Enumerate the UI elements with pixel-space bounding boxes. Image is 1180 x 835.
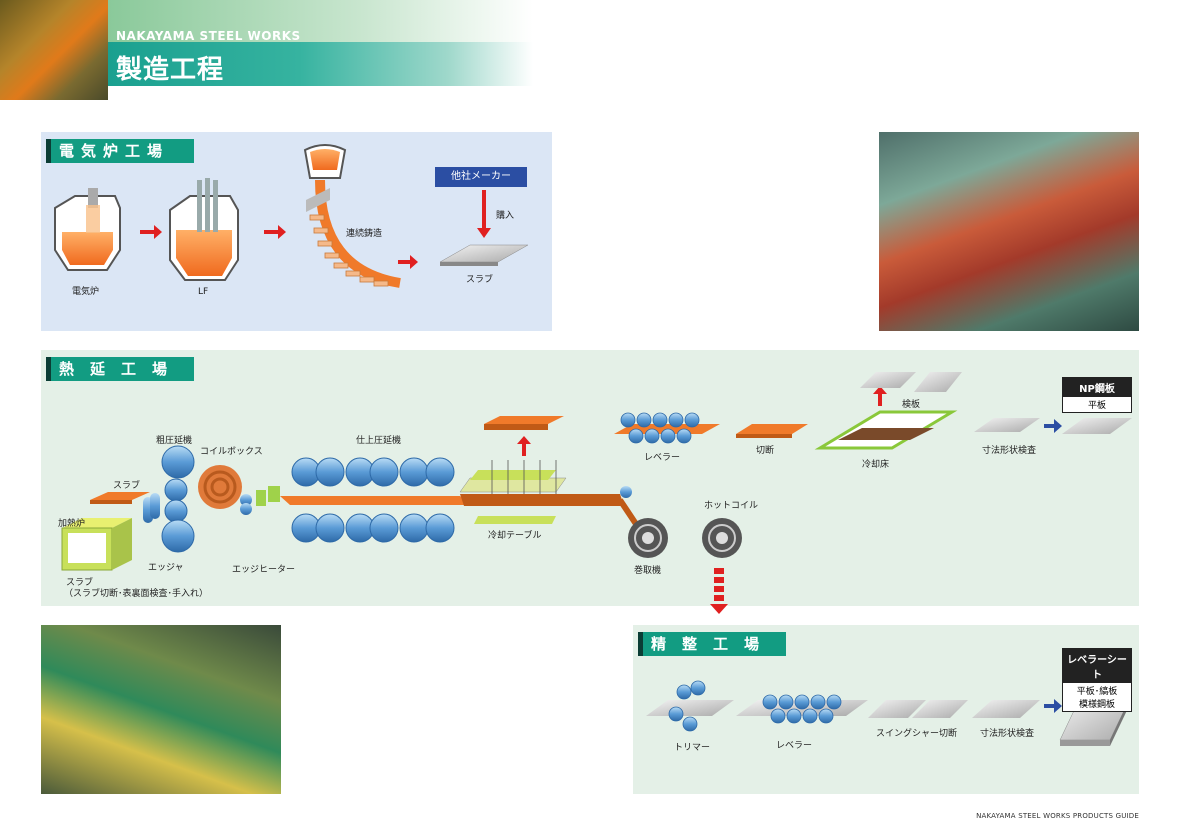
company-name: NAKAYAMA STEEL WORKS: [116, 29, 301, 43]
header-photo: [0, 0, 108, 100]
purchase-label: 購入: [496, 211, 515, 221]
edger-icon: [143, 493, 160, 523]
furnace-label: 電気炉: [72, 287, 100, 297]
swing-shear-icon: [868, 700, 968, 718]
coil-box-icon: [198, 465, 242, 509]
dim-check-plate-icon: [974, 418, 1040, 432]
dim-check-label: 寸法形状検査: [980, 729, 1035, 739]
coil-box-label: コイルボックス: [200, 447, 263, 457]
hot-section-title: 熱延工場: [46, 357, 194, 381]
leveler-label: レベラー: [644, 453, 681, 463]
slab-label: スラブ: [113, 481, 141, 491]
dim-check-plate-icon: [972, 700, 1040, 718]
arrow-right-icon: [140, 225, 162, 239]
dashed-down-arrow-icon: [710, 568, 728, 614]
cooling-bed-icon: [814, 410, 958, 450]
edge-heater-label: エッジヒーター: [232, 565, 296, 575]
hot-coil-label: ホットコイル: [704, 501, 759, 511]
cut-plate-icon: [484, 416, 564, 430]
dim-check-label: 寸法形状検査: [982, 446, 1037, 456]
hot-coil-icon: [702, 518, 742, 558]
np-product-title: NP鋼板: [1063, 378, 1131, 397]
ladle-furnace-icon: [169, 178, 239, 281]
inspect-plate-icon: [860, 372, 962, 392]
trimmer-label: トリマー: [674, 743, 711, 753]
np-product-box: NP鋼板 平板: [1062, 377, 1132, 413]
finishing-mill-icon: [280, 457, 470, 543]
reheating-furnace-icon: [61, 518, 132, 571]
cooling-table-icon: [459, 460, 624, 524]
finishing-mill-label: 仕上圧延機: [356, 436, 402, 446]
leveler-sheet-item-1: 平板･縞板: [1076, 687, 1118, 697]
caster-label: 連続鋳造: [346, 229, 383, 239]
np-product-item: 平板: [1087, 401, 1106, 411]
rough-mill-label: 粗圧延機: [156, 436, 193, 446]
edge-heater-icon: [240, 486, 280, 515]
eaf-section-title: 電気炉工場: [46, 139, 194, 163]
slab-icon: [90, 492, 150, 504]
arrow-down-icon: [477, 190, 491, 238]
trimmer-icon: [646, 680, 734, 732]
eaf-panel: [41, 132, 552, 331]
continuous-caster-icon: [303, 144, 401, 288]
cut-label: 切断: [756, 446, 775, 456]
slab-note-label: スラブ: [66, 578, 94, 588]
cut-icon: [736, 424, 808, 438]
finish-section-title: 精整工場: [638, 632, 786, 656]
np-plate-icon: [1062, 418, 1132, 434]
inspect-plate-label: 検板: [902, 400, 921, 410]
roughing-mill-icon: [161, 445, 195, 553]
arrow-right-icon: [398, 255, 418, 269]
cooling-table-label: 冷却テーブル: [488, 531, 542, 541]
edger-label: エッジャ: [148, 563, 184, 573]
leveler-label: レベラー: [776, 741, 813, 751]
header-title-band: [108, 42, 533, 86]
arrow-right-icon: [264, 225, 286, 239]
leveler-icon: [614, 412, 720, 444]
page-title: 製造工程: [116, 55, 225, 85]
arrow-up-icon: [873, 386, 887, 406]
slab-label: スラブ: [466, 275, 494, 285]
leveler-sheet-product-box: レベラーシート 平板･縞板 模様鋼板: [1062, 648, 1132, 712]
swing-shear-label: スイングシャー切断: [876, 729, 958, 739]
arrow-right-icon: [1044, 419, 1062, 433]
arrow-up-icon: [517, 436, 531, 456]
factory-photo-hot-strip: [41, 625, 281, 794]
leveler-icon: [736, 694, 868, 724]
slab-note-detail: （スラブ切断･表裏面検査･手入れ）: [64, 589, 209, 599]
coiler-icon: [617, 486, 668, 558]
footer-text: NAKAYAMA STEEL WORKS PRODUCTS GUIDE: [976, 812, 1139, 820]
reheating-furnace-label: 加熱炉: [58, 519, 86, 529]
cooling-bed-label: 冷却床: [862, 460, 890, 470]
leveler-sheet-item-2: 模様鋼板: [1078, 700, 1115, 710]
header-top-band: [108, 0, 533, 42]
slab-icon: [439, 244, 529, 266]
arrow-right-icon: [1044, 699, 1062, 713]
electric-furnace-icon: [54, 188, 121, 271]
leveler-sheet-title: レベラーシート: [1063, 649, 1131, 683]
coiler-label: 巻取機: [634, 566, 662, 576]
other-maker-box: 他社メーカー: [435, 167, 527, 187]
factory-photo-rolling-mill: [879, 132, 1139, 331]
lf-label: LF: [198, 287, 209, 297]
